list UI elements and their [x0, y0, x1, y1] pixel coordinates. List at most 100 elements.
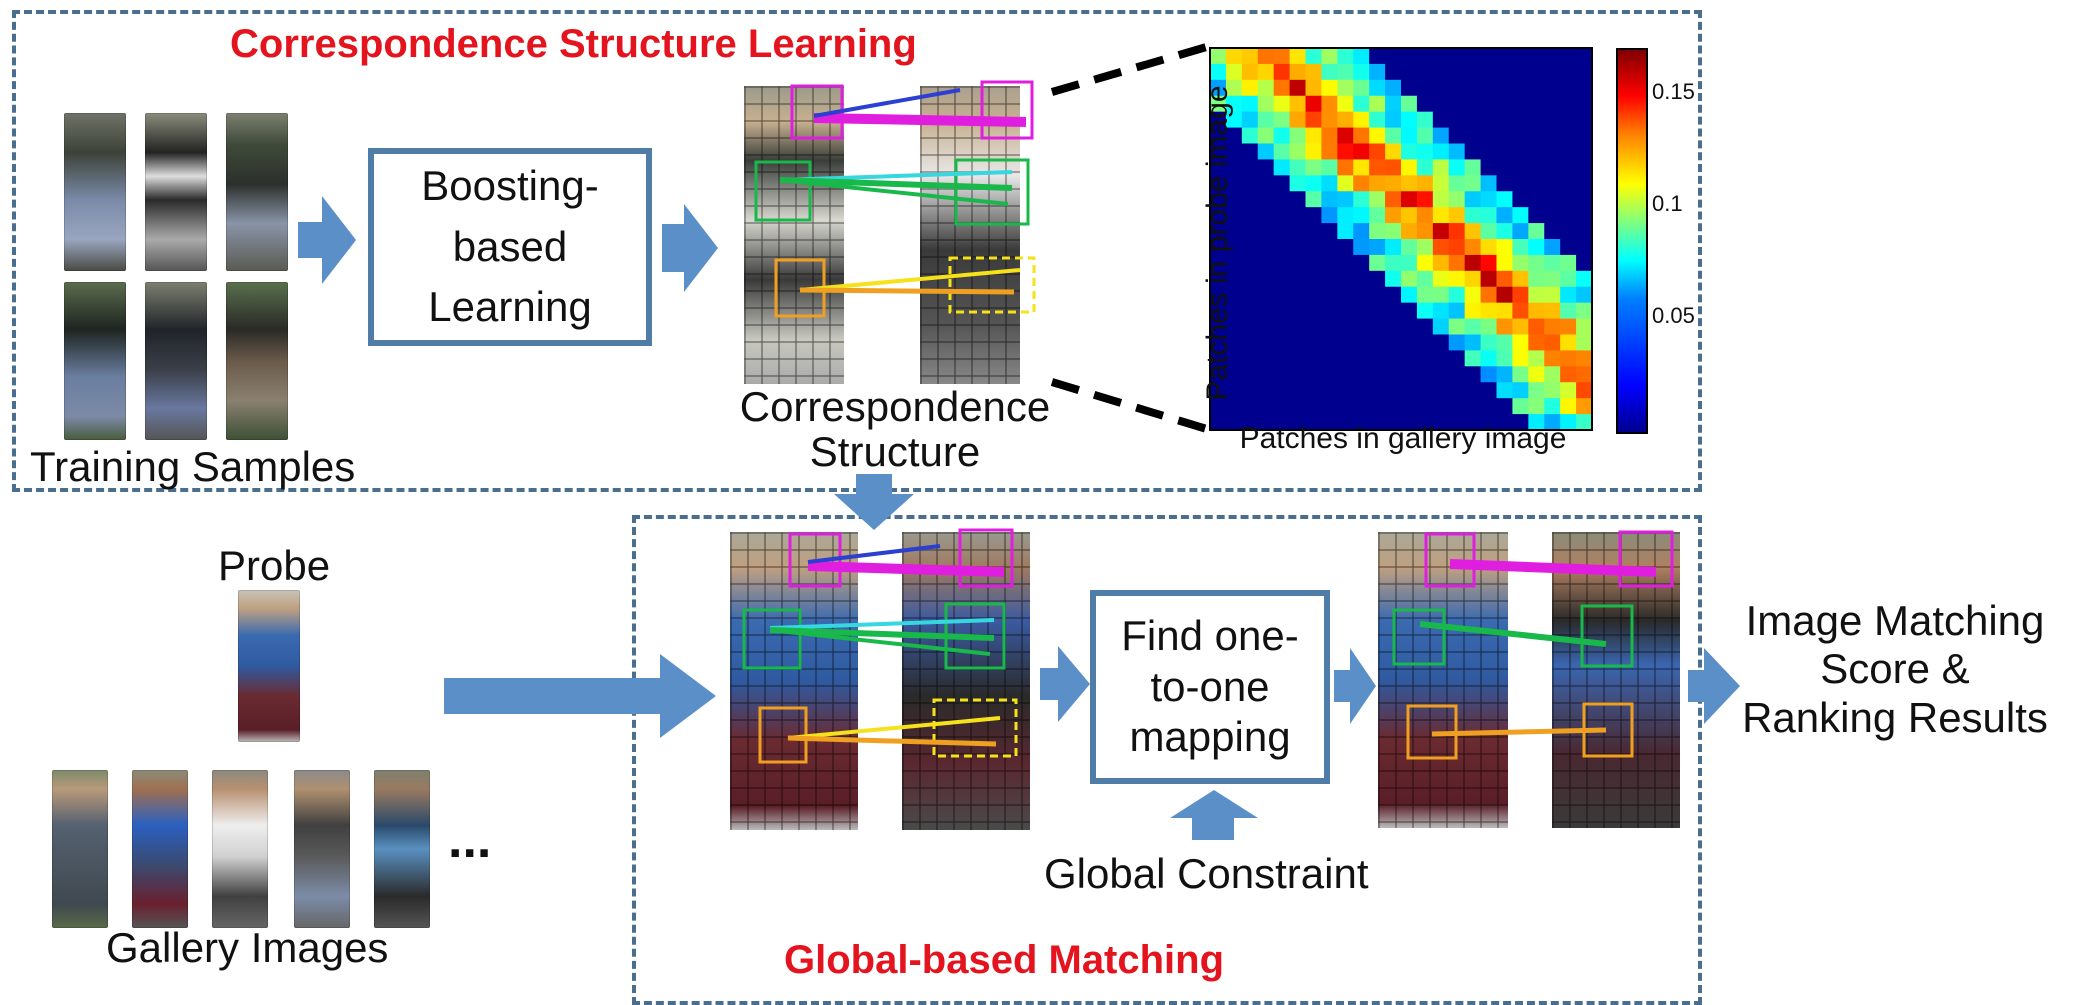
heatmap-cell [1289, 191, 1306, 208]
heatmap-cell [1210, 350, 1227, 367]
heatmap-cell [1401, 111, 1418, 129]
match-line [769, 628, 991, 656]
heatmap-cell [1241, 382, 1259, 399]
heatmap-cell [1289, 48, 1306, 65]
heatmap-cell [1257, 175, 1275, 192]
heatmap-cell [1464, 414, 1482, 431]
heatmap-cell [1512, 302, 1529, 320]
heatmap-cell [1305, 382, 1322, 399]
heatmap-cell [1241, 414, 1259, 431]
heatmap-cell [1241, 48, 1259, 65]
heatmap-cell [1321, 159, 1338, 176]
heatmap-cell [1369, 48, 1386, 65]
heatmap-cell [1480, 95, 1497, 113]
heatmap-cell [1337, 239, 1354, 256]
heatmap-cell [1273, 95, 1291, 113]
heatmap-cell [1385, 334, 1402, 351]
heatmap-cell [1289, 111, 1306, 129]
heatmap-cell [1273, 318, 1291, 335]
heatmap-cell [1305, 350, 1322, 367]
heatmap-cell [1210, 302, 1227, 320]
heatmap-cell [1464, 79, 1482, 97]
heatmap-cell [1448, 318, 1466, 335]
heatmap-cell [1448, 143, 1466, 160]
heatmap-cell [1401, 95, 1418, 113]
heatmap-cell [1528, 207, 1545, 224]
heatmap-cell [1225, 414, 1243, 431]
heatmap-cell [1576, 270, 1593, 288]
heatmap-cell [1401, 127, 1418, 144]
heatmap-cell [1401, 414, 1418, 431]
matching-gallery-image [902, 532, 1030, 830]
heatmap-cell [1337, 302, 1354, 320]
heatmap-cell [1369, 382, 1386, 399]
heatmap-cell [1432, 382, 1450, 399]
heatmap-cell [1544, 302, 1561, 320]
correspondence-learning-title: Correspondence Structure Learning [230, 22, 917, 66]
heatmap-cell [1369, 191, 1386, 208]
heatmap-cell [1560, 79, 1577, 97]
heatmap-cell [1273, 414, 1291, 431]
heatmap-cell [1544, 334, 1561, 351]
heatmap-cell [1432, 95, 1450, 113]
patch-box [1618, 530, 1674, 588]
heatmap-cell [1560, 191, 1577, 208]
heatmap-cell [1496, 302, 1513, 320]
heatmap-cell [1560, 159, 1577, 176]
heatmap-cell [1480, 223, 1497, 240]
heatmap-cell [1385, 191, 1402, 208]
heatmap-cell [1305, 159, 1322, 176]
heatmap-cell [1369, 350, 1386, 367]
heatmap-cell [1576, 79, 1593, 97]
heatmap-cell [1210, 239, 1227, 256]
heatmap-cells [1210, 48, 1593, 431]
heatmap-cell [1432, 48, 1450, 65]
heatmap-cell [1576, 223, 1593, 240]
heatmap-cell [1241, 79, 1259, 97]
heatmap-cell [1210, 382, 1227, 399]
heatmap-cell [1528, 79, 1545, 97]
heatmap-cell [1321, 350, 1338, 367]
heatmap-cell [1305, 111, 1322, 129]
heatmap-cell [1210, 334, 1227, 351]
heatmap-cell [1225, 398, 1243, 415]
heatmap-cell [1257, 111, 1275, 129]
heatmap-cell [1321, 270, 1338, 288]
gallery-image [132, 770, 188, 928]
heatmap-cell [1241, 302, 1259, 320]
heatmap-cell [1401, 63, 1418, 81]
heatmap-cell [1369, 175, 1386, 192]
heatmap-cell [1416, 191, 1434, 208]
heatmap-cell [1432, 334, 1450, 351]
heatmap-cell [1210, 286, 1227, 304]
heatmap-cell [1401, 159, 1418, 176]
heatmap-cell [1273, 111, 1291, 129]
heatmap-cell [1257, 207, 1275, 224]
heatmap-cell [1432, 350, 1450, 367]
heatmap-cell [1560, 302, 1577, 320]
heatmap-cell [1432, 191, 1450, 208]
heatmap-cell [1353, 79, 1370, 97]
heatmap-cell [1448, 79, 1466, 97]
heatmap-cell [1544, 414, 1561, 431]
heatmap-cell [1576, 175, 1593, 192]
heatmap-cell [1289, 286, 1306, 304]
heatmap-cell [1369, 318, 1386, 335]
heatmap-cell [1480, 270, 1497, 288]
gallery-image [294, 770, 350, 928]
heatmap-cell [1225, 207, 1243, 224]
heatmap-cell [1480, 366, 1497, 383]
heatmap-cell [1512, 318, 1529, 335]
heatmap-cell [1464, 302, 1482, 320]
heatmap-colorbar [1616, 48, 1648, 434]
heatmap-cell [1225, 254, 1243, 272]
heatmap-cell [1289, 398, 1306, 415]
heatmap-cell [1496, 159, 1513, 176]
heatmap-cell [1416, 143, 1434, 160]
heatmap-cell [1528, 366, 1545, 383]
heatmap-cell [1305, 143, 1322, 160]
heatmap-cell [1512, 398, 1529, 415]
heatmap-frame [1209, 47, 1593, 431]
heatmap-cell [1353, 382, 1370, 399]
